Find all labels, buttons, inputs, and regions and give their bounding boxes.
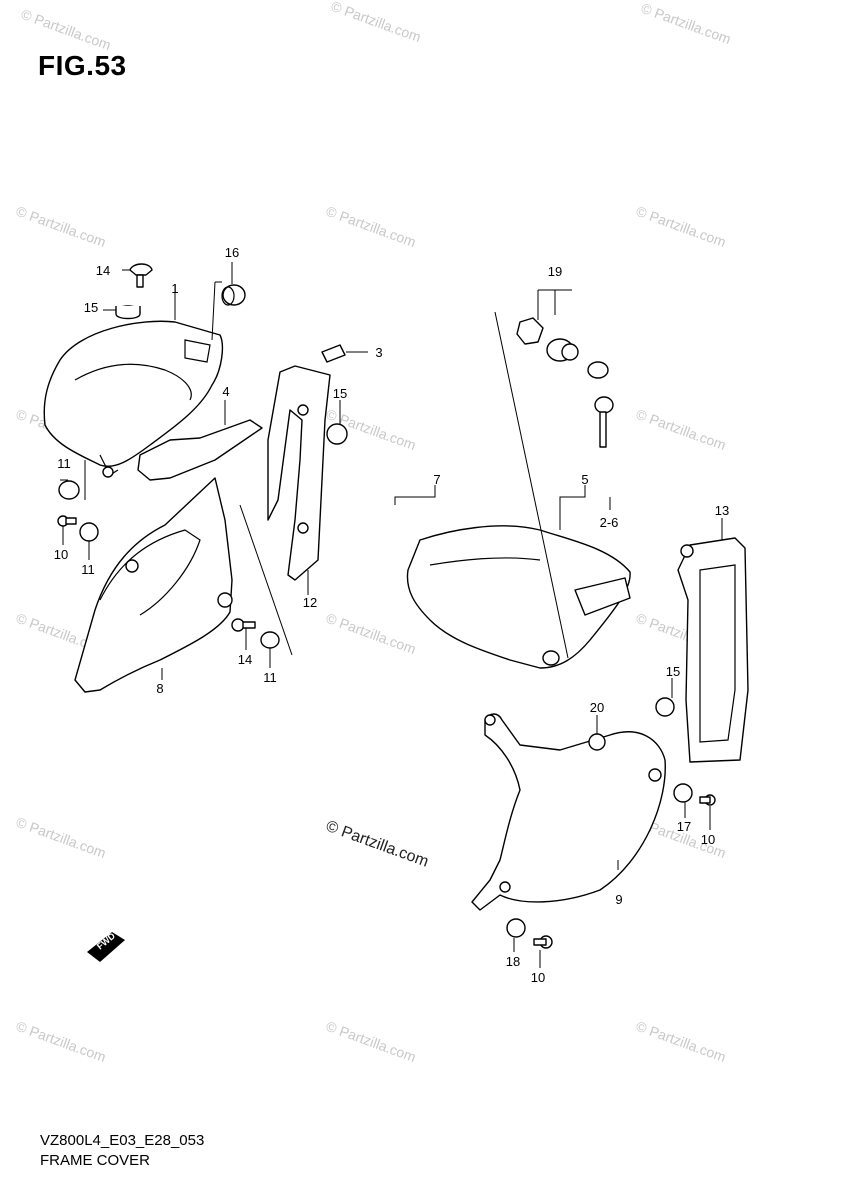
- part-13-right-bracket: [677, 537, 749, 763]
- figure-caption: FRAME COVER: [40, 1152, 151, 1169]
- part-1-upper-cover: [43, 320, 224, 478]
- callout-11-a: 11: [57, 456, 71, 471]
- callout-11-b: 11: [81, 562, 95, 577]
- callout-labels: 1 2-6 3 4 5 7 8 9 10 10 10 11 11 11 12 1…: [54, 245, 729, 985]
- callout-10-left: 10: [54, 547, 68, 562]
- part-11-grommet-b: [79, 522, 99, 542]
- part-3-collar: [321, 344, 346, 363]
- callout-20: 20: [590, 700, 604, 715]
- callout-14-top: 14: [96, 263, 110, 278]
- watermark: © Partzilla.com: [19, 6, 113, 53]
- callout-15-mid: 15: [333, 386, 347, 401]
- part-17-grommet: [673, 783, 693, 803]
- part-8-left-cover: [74, 477, 233, 693]
- part-16-grommet: [221, 284, 246, 306]
- leader-lines: [60, 262, 723, 968]
- part-12-bracket: [239, 365, 331, 656]
- watermark: © Partzilla.com: [324, 1018, 418, 1065]
- callout-7: 7: [433, 472, 440, 487]
- callout-11-c: 11: [263, 670, 277, 685]
- watermark: © Partzilla.com: [14, 1018, 108, 1065]
- part-9-lower-cover: [471, 713, 666, 911]
- watermark: © Partzilla.com: [634, 406, 728, 453]
- callout-1: 1: [171, 281, 178, 296]
- watermark: © Partzilla.com: [639, 0, 733, 47]
- watermark: © Partzilla.com: [14, 814, 108, 861]
- watermark-center: © Partzilla.com: [324, 818, 431, 871]
- part-20-grommet: [588, 733, 606, 751]
- part-15-grommet-mid: [326, 423, 348, 445]
- watermark: © Partzilla.com: [634, 203, 728, 250]
- part-10-bolt-c: [533, 935, 553, 949]
- watermark: © Partzilla.com: [324, 610, 418, 657]
- callout-8: 8: [156, 681, 163, 696]
- part-14-bolt-top: [129, 263, 153, 288]
- figure-title: FIG.53: [38, 50, 127, 81]
- model-code: VZ800L4_E03_E28_053: [40, 1132, 205, 1149]
- callout-15-top: 15: [84, 300, 98, 315]
- callout-16: 16: [225, 245, 239, 260]
- part-18-grommet: [506, 918, 526, 938]
- part-19-lock-set: [516, 317, 614, 448]
- watermark: © Partzilla.com: [14, 203, 108, 250]
- callout-4: 4: [222, 384, 229, 399]
- watermark: © Partzilla.com: [634, 1018, 728, 1065]
- callout-10-bottom: 10: [531, 970, 545, 985]
- callout-3: 3: [375, 345, 382, 360]
- callout-18: 18: [506, 954, 520, 969]
- callout-13: 13: [715, 503, 729, 518]
- watermark: © Partzilla.com: [324, 203, 418, 250]
- callout-2-6: 2-6: [600, 515, 619, 530]
- part-11-grommet-c: [260, 631, 280, 649]
- fwd-arrow-icon: FWD: [87, 930, 125, 962]
- callout-9: 9: [615, 892, 622, 907]
- part-10-bolt-b: [699, 794, 716, 806]
- part-7-side-cover: [406, 311, 631, 669]
- callout-12: 12: [303, 595, 317, 610]
- callout-15-right: 15: [666, 664, 680, 679]
- callout-5: 5: [581, 472, 588, 487]
- callout-14-bottom: 14: [238, 652, 252, 667]
- callout-10-right: 10: [701, 832, 715, 847]
- watermark-layer: © Partzilla.com © Partzilla.com © Partzi…: [14, 0, 733, 1065]
- callout-17: 17: [677, 819, 691, 834]
- part-10-bolt-a: [57, 515, 77, 527]
- part-11-grommet-a: [58, 480, 80, 500]
- part-15-grommet-right: [655, 697, 675, 717]
- part-15-grommet-top: [115, 305, 141, 320]
- part-4-plate: [137, 419, 263, 481]
- watermark: © Partzilla.com: [329, 0, 423, 45]
- callout-19: 19: [548, 264, 562, 279]
- part-14-bolt-lower: [231, 618, 256, 632]
